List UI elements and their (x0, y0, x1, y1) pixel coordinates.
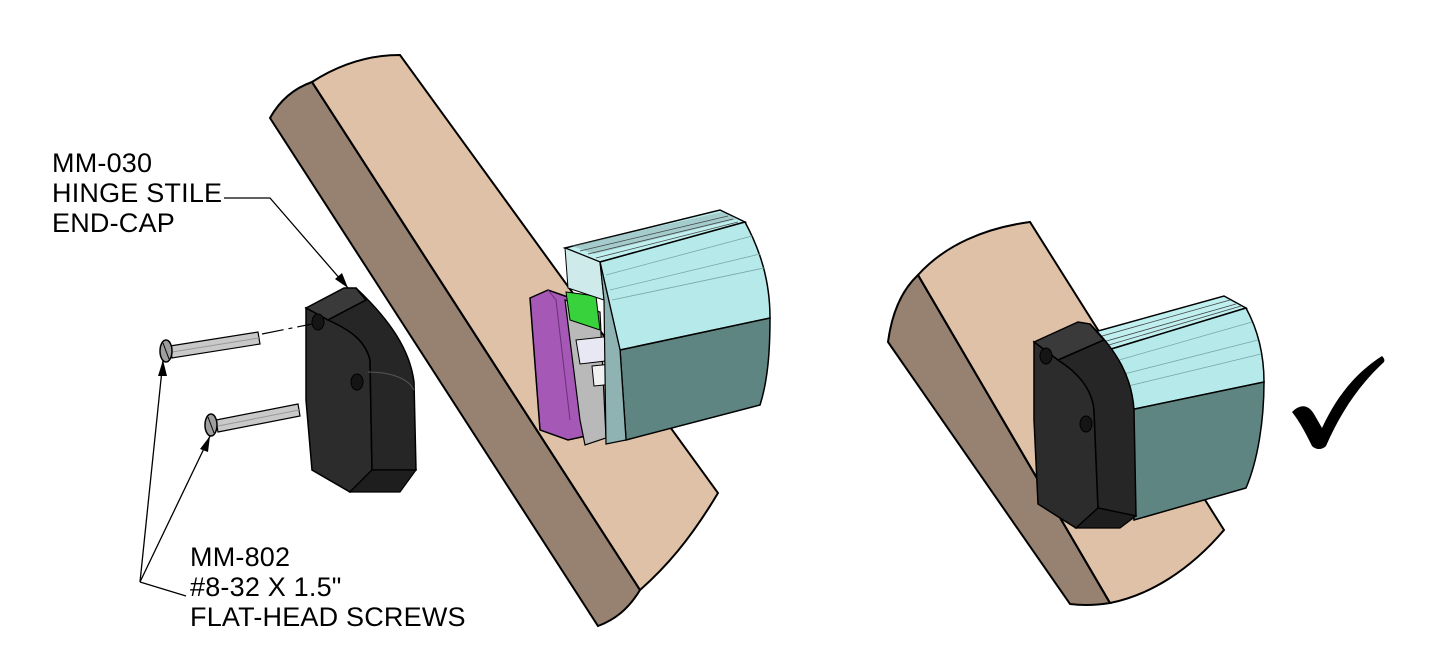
wood-panel-left (268, 53, 720, 628)
endcap-callout: MM-030 HINGE STILE END-CAP (52, 148, 222, 238)
endcap-leader (224, 197, 349, 289)
checkmark-icon (1292, 356, 1385, 449)
endcap-description-line2: END-CAP (52, 208, 175, 238)
endcap-part-number: MM-030 (52, 148, 153, 178)
assembled-view (886, 220, 1265, 607)
flat-head-screw-lower (204, 403, 301, 437)
hinge-stile-extrusion (562, 209, 771, 445)
screws-callout: MM-802 #8-32 X 1.5" FLAT-HEAD SCREWS (190, 542, 466, 632)
exploded-view (139, 53, 771, 628)
screws-description: FLAT-HEAD SCREWS (190, 602, 466, 632)
stile-bracket (529, 289, 615, 446)
screws-leader (139, 359, 211, 597)
screw-centerline (261, 323, 313, 335)
bracket-green-strip (565, 291, 601, 331)
screws-size: #8-32 X 1.5" (190, 572, 342, 602)
extrusion-face-dark (619, 317, 771, 441)
flat-head-screw-upper (159, 331, 261, 363)
wood-panel-face (310, 53, 720, 592)
hinge-stile-endcap (304, 287, 418, 493)
screws-part-number: MM-802 (190, 542, 291, 572)
endcap-description-line1: HINGE STILE (52, 178, 223, 208)
extrusion-face-dark-right (1129, 381, 1265, 521)
